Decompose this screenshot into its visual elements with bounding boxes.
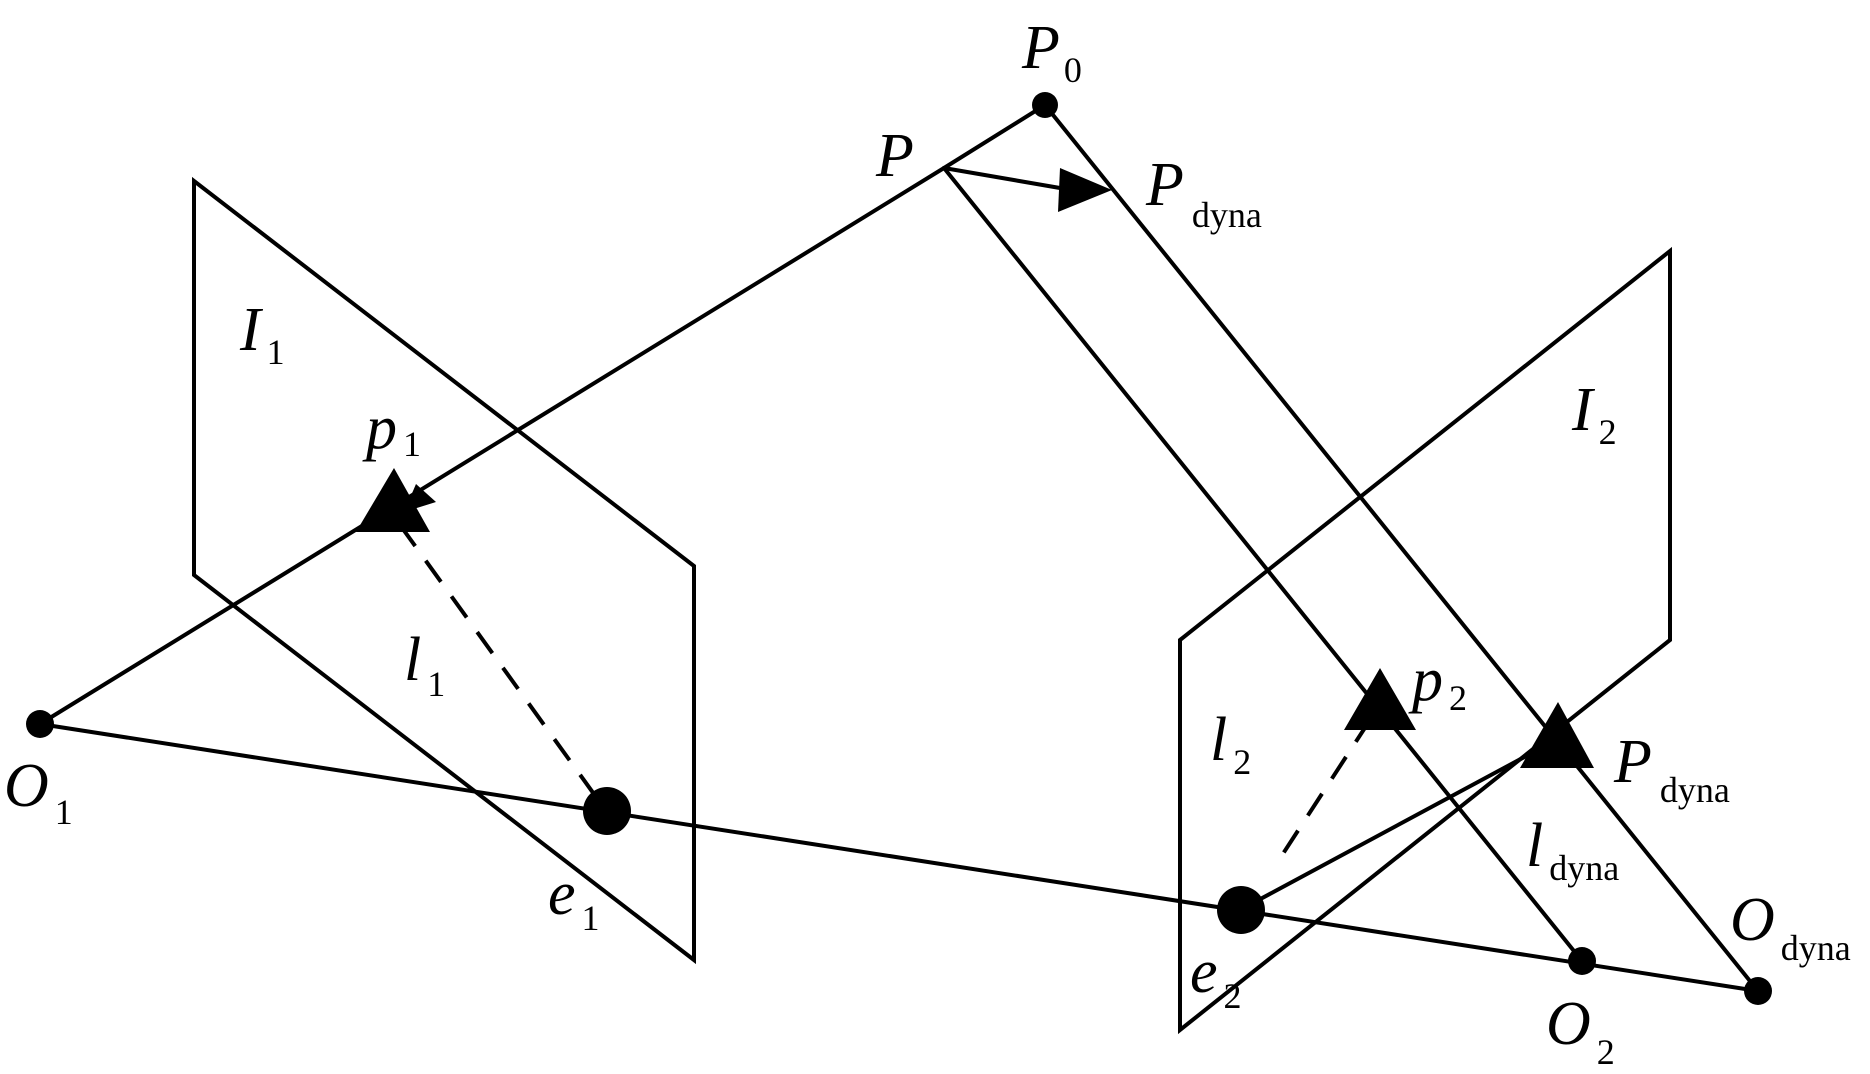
motion-arrow-line (942, 166, 1062, 190)
segment-p-p0 (942, 103, 1047, 170)
point-odyna (1744, 977, 1772, 1005)
ray-p-o2 (942, 166, 1584, 963)
triangle-pdyna (1520, 702, 1594, 768)
triangle-p1 (356, 468, 430, 532)
point-p0 (1032, 92, 1058, 118)
epipolar-line-l2 (1273, 718, 1372, 868)
point-o2 (1568, 947, 1596, 975)
epipolar-line-l1 (398, 523, 606, 810)
image-plane-1 (192, 176, 696, 965)
label-p: P (875, 122, 914, 190)
point-e1 (583, 787, 631, 835)
ray-o1-p (38, 166, 946, 726)
motion-arrowhead (1058, 168, 1112, 212)
epipolar-line-ldyna (1238, 738, 1558, 912)
baseline (38, 722, 1760, 993)
point-o1 (26, 710, 54, 738)
ray-p0-odyna (1043, 103, 1760, 993)
triangle-p2 (1344, 668, 1416, 730)
point-e2 (1217, 886, 1265, 934)
